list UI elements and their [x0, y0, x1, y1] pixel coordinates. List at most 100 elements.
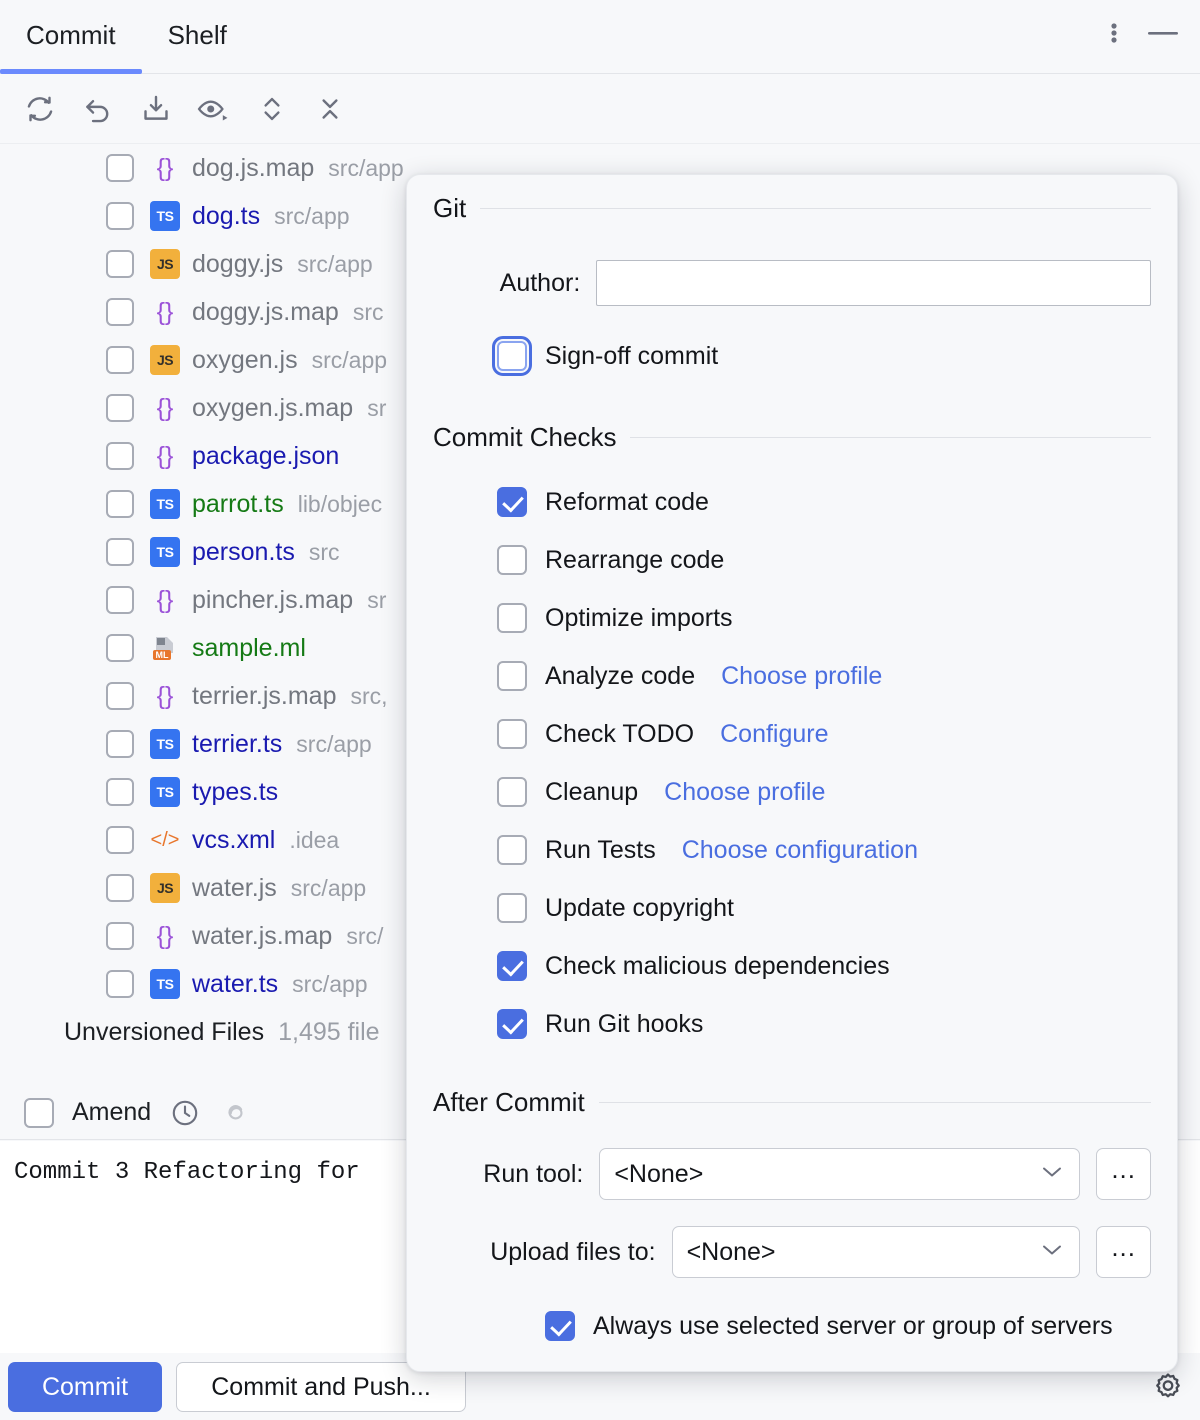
author-field[interactable] — [596, 260, 1151, 306]
commit-check-row[interactable]: Check malicious dependencies — [497, 937, 1151, 995]
run-tool-dropdown[interactable]: <None> — [599, 1148, 1080, 1200]
signoff-commit-checkbox[interactable] — [497, 341, 527, 371]
more-options-icon[interactable] — [1100, 18, 1128, 48]
commit-history-icon[interactable] — [169, 1097, 201, 1129]
always-use-server-checkbox[interactable] — [545, 1311, 575, 1341]
rollback-icon[interactable] — [76, 87, 120, 131]
file-row-checkbox[interactable] — [106, 874, 134, 902]
show-diff-preview-icon[interactable] — [192, 87, 236, 131]
minimize-icon[interactable] — [1144, 18, 1182, 48]
commit-check-link[interactable]: Choose configuration — [682, 836, 918, 865]
ai-generate-message-icon[interactable] — [219, 1097, 251, 1129]
commit-check-row[interactable]: Run TestsChoose configuration — [497, 821, 1151, 879]
window-controls — [1100, 18, 1182, 48]
commit-check-link[interactable]: Choose profile — [664, 778, 825, 807]
commit-check-link[interactable]: Configure — [720, 720, 828, 749]
javascript-file-icon: JS — [150, 873, 180, 903]
file-row-checkbox[interactable] — [106, 202, 134, 230]
collapse-all-icon[interactable] — [308, 87, 352, 131]
file-name: types.ts — [192, 778, 278, 807]
always-use-server-row[interactable]: Always use selected server or group of s… — [545, 1304, 1151, 1348]
file-row-checkbox[interactable] — [106, 970, 134, 998]
commit-check-checkbox[interactable] — [497, 777, 527, 807]
always-use-server-label: Always use selected server or group of s… — [593, 1312, 1113, 1341]
chevron-down-icon — [1039, 1242, 1065, 1263]
file-row-checkbox[interactable] — [106, 922, 134, 950]
commit-check-label: Rearrange code — [545, 546, 724, 575]
file-row-checkbox[interactable] — [106, 730, 134, 758]
file-name: water.js — [192, 874, 277, 903]
ml-file-icon: ML — [150, 633, 180, 663]
commit-check-checkbox[interactable] — [497, 487, 527, 517]
after-commit-section-rule — [599, 1102, 1151, 1103]
refresh-icon[interactable] — [18, 87, 62, 131]
file-row-checkbox[interactable] — [106, 442, 134, 470]
update-project-icon[interactable] — [134, 87, 178, 131]
file-row-checkbox[interactable] — [106, 346, 134, 374]
commit-check-row[interactable]: Check TODOConfigure — [497, 705, 1151, 763]
file-name: dog.js.map — [192, 154, 314, 183]
file-path: src, — [350, 683, 387, 710]
file-name: pincher.js.map — [192, 586, 353, 615]
file-row-checkbox[interactable] — [106, 634, 134, 662]
commit-check-row[interactable]: Update copyright — [497, 879, 1151, 937]
file-path: src/app — [312, 347, 387, 374]
json-file-icon: {} — [150, 441, 180, 471]
commit-check-checkbox[interactable] — [497, 719, 527, 749]
file-row-checkbox[interactable] — [106, 682, 134, 710]
commit-check-link[interactable]: Choose profile — [721, 662, 882, 691]
upload-files-row: Upload files to: <None> ... — [433, 1226, 1151, 1278]
file-row-checkbox[interactable] — [106, 490, 134, 518]
commit-check-checkbox[interactable] — [497, 603, 527, 633]
upload-files-dropdown[interactable]: <None> — [672, 1226, 1081, 1278]
commit-check-row[interactable]: CleanupChoose profile — [497, 763, 1151, 821]
commit-check-row[interactable]: Optimize imports — [497, 589, 1151, 647]
file-row-checkbox[interactable] — [106, 394, 134, 422]
expand-collapse-icon[interactable] — [250, 87, 294, 131]
file-row-checkbox[interactable] — [106, 538, 134, 566]
file-path: src/app — [296, 731, 371, 758]
typescript-file-icon: TS — [150, 729, 180, 759]
file-path: src — [353, 299, 384, 326]
git-section-rule — [480, 208, 1151, 209]
file-path: src/app — [328, 155, 403, 182]
json-file-icon: {} — [150, 921, 180, 951]
commit-check-checkbox[interactable] — [497, 1009, 527, 1039]
file-name: dog.ts — [192, 202, 260, 231]
author-label: Author: — [433, 269, 596, 298]
tab-shelf[interactable]: Shelf — [142, 0, 253, 74]
amend-checkbox[interactable] — [24, 1098, 54, 1128]
commit-check-checkbox[interactable] — [497, 545, 527, 575]
commit-check-row[interactable]: Analyze codeChoose profile — [497, 647, 1151, 705]
file-row-checkbox[interactable] — [106, 154, 134, 182]
commit-check-row[interactable]: Run Git hooks — [497, 995, 1151, 1053]
file-row-checkbox[interactable] — [106, 778, 134, 806]
commit-check-checkbox[interactable] — [497, 951, 527, 981]
author-input[interactable] — [597, 261, 1150, 305]
commit-check-checkbox[interactable] — [497, 661, 527, 691]
commit-check-row[interactable]: Rearrange code — [497, 531, 1151, 589]
file-row-checkbox[interactable] — [106, 826, 134, 854]
run-tool-browse-button[interactable]: ... — [1096, 1148, 1151, 1200]
tab-commit[interactable]: Commit — [0, 0, 142, 74]
file-path: src — [309, 539, 340, 566]
file-path: sr — [367, 587, 386, 614]
commit-check-checkbox[interactable] — [497, 893, 527, 923]
commit-button[interactable]: Commit — [8, 1362, 162, 1412]
gear-icon[interactable] — [1148, 1367, 1188, 1407]
signoff-commit-row[interactable]: Sign-off commit — [497, 334, 1151, 378]
commit-check-row[interactable]: Reformat code — [497, 473, 1151, 531]
upload-files-browse-button[interactable]: ... — [1096, 1226, 1151, 1278]
unversioned-files-label: Unversioned Files — [64, 1018, 264, 1047]
file-name: terrier.js.map — [192, 682, 336, 711]
git-section-header: Git — [433, 193, 1151, 224]
file-path: sr — [367, 395, 386, 422]
file-name: doggy.js.map — [192, 298, 339, 327]
commit-check-checkbox[interactable] — [497, 835, 527, 865]
file-row-checkbox[interactable] — [106, 586, 134, 614]
file-row-checkbox[interactable] — [106, 250, 134, 278]
file-row-checkbox[interactable] — [106, 298, 134, 326]
xml-file-icon: </> — [150, 825, 180, 855]
json-file-icon: {} — [150, 681, 180, 711]
file-path: src/app — [292, 971, 367, 998]
